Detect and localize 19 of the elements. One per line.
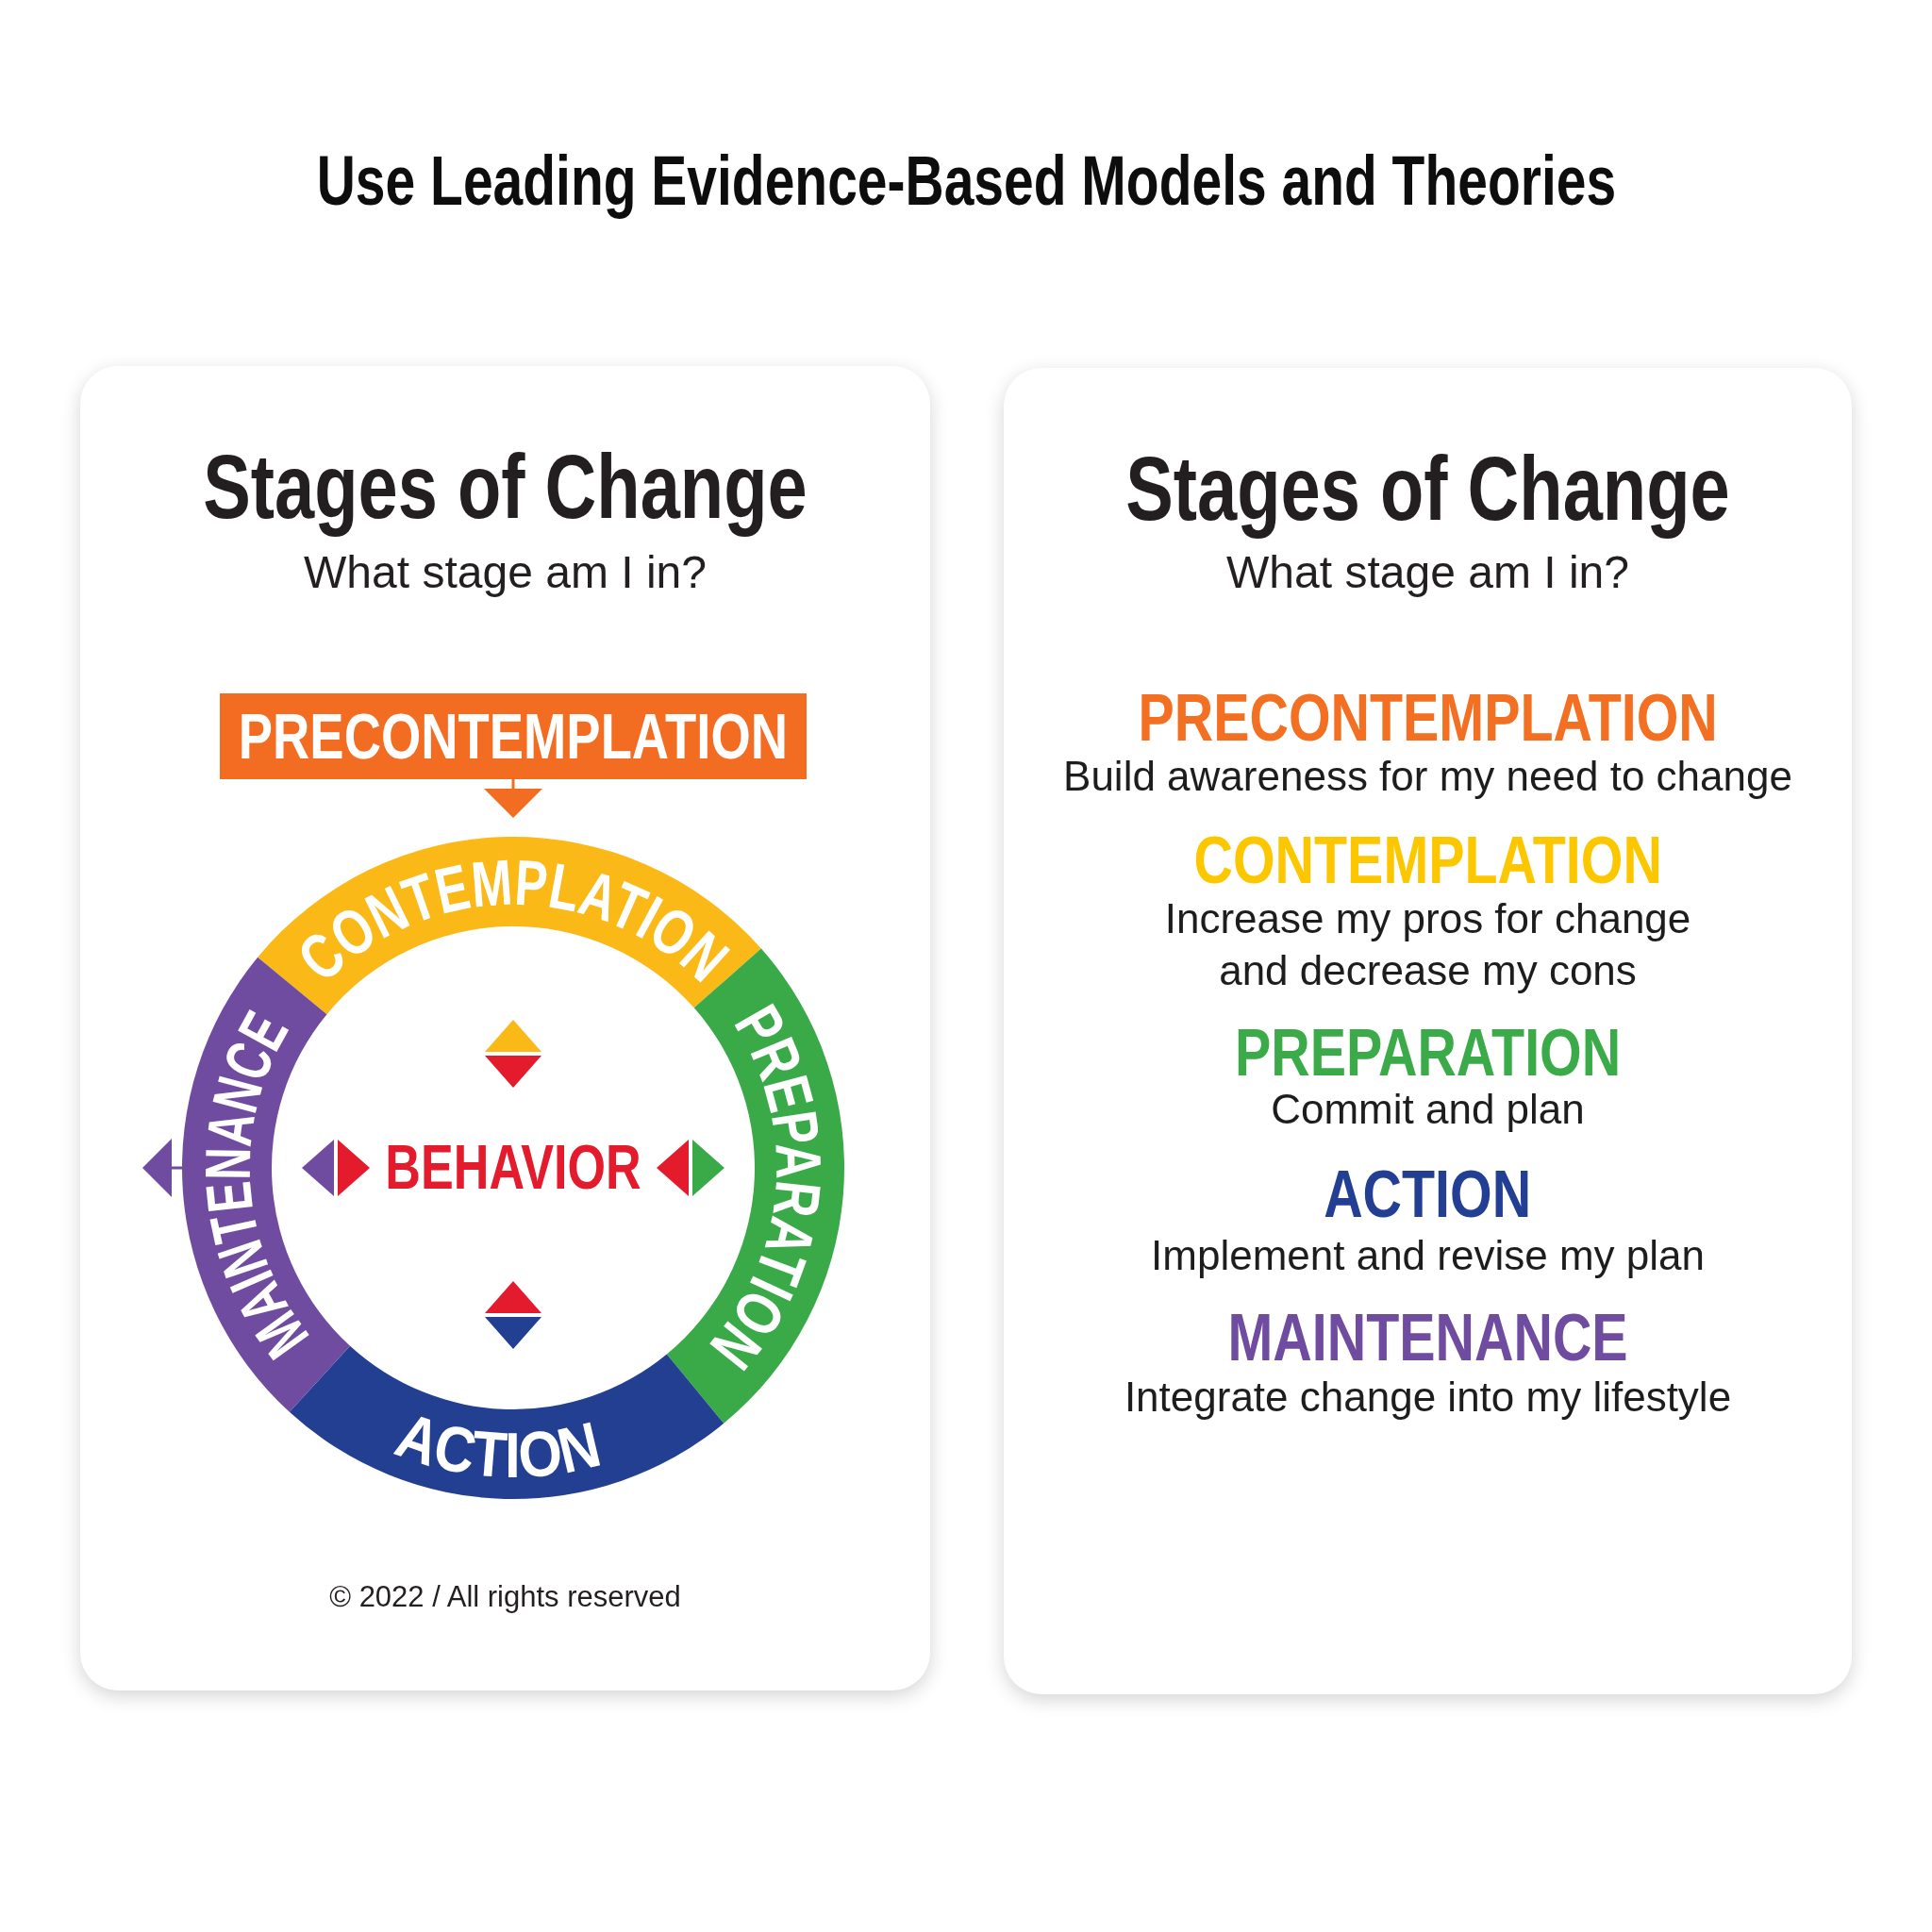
stage-description: Implement and revise my plan bbox=[1151, 1230, 1705, 1280]
card-subtitle: What stage am I in? bbox=[304, 545, 707, 599]
double-arrow bbox=[485, 1281, 541, 1349]
arrow bbox=[142, 1139, 182, 1197]
copyright-notice: © 2022 / All rights reserved bbox=[329, 1579, 681, 1614]
card-title: Stages of Change bbox=[1125, 436, 1730, 541]
double-arrow bbox=[302, 1140, 370, 1196]
card-title: Stages of Change bbox=[203, 434, 808, 539]
card-subtitle: What stage am I in? bbox=[1226, 545, 1629, 599]
page-title: Use Leading Evidence-Based Models and Theories bbox=[316, 141, 1616, 222]
double-arrow bbox=[485, 1020, 541, 1088]
card bbox=[1004, 368, 1852, 1694]
banner-label: PRECONTEMPLATION bbox=[238, 699, 789, 774]
behavior-label: BEHAVIOR bbox=[385, 1132, 641, 1204]
stage-banner bbox=[220, 693, 807, 779]
stage-heading: ACTION bbox=[1324, 1156, 1532, 1233]
card bbox=[80, 366, 930, 1690]
ring-label: ACTION bbox=[388, 1398, 613, 1491]
arrow bbox=[484, 779, 542, 818]
